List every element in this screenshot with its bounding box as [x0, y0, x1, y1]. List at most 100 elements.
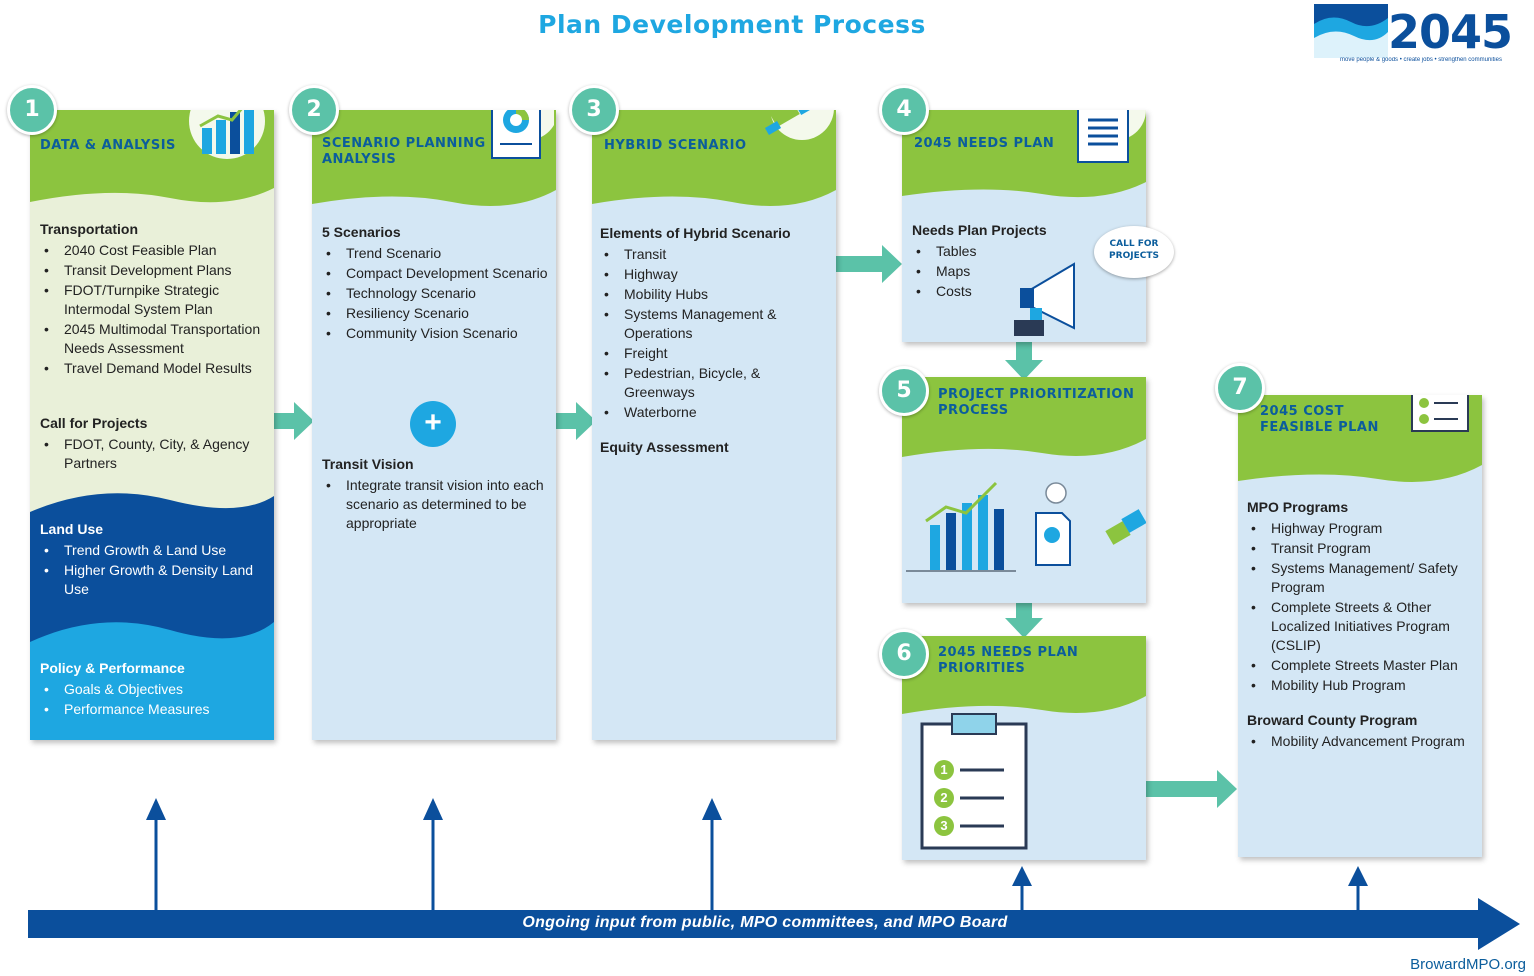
list-item: Waterborne	[600, 403, 832, 422]
list-item: Highway Program	[1247, 519, 1479, 538]
section-heading: MPO Programs	[1247, 499, 1349, 515]
list-item: Technology Scenario	[322, 284, 552, 303]
step-2-panel: SCENARIO PLANNING ANALYSIS 5 Scenarios T…	[312, 110, 556, 740]
arrow-2-to-3	[556, 402, 596, 440]
puzzle-pieces-icon	[764, 110, 834, 140]
step-4-needs-section: Needs Plan Projects Tables Maps Costs	[912, 221, 1112, 302]
list-item: Mobility Hub Program	[1247, 676, 1479, 695]
section-heading: Elements of Hybrid Scenario	[600, 225, 791, 241]
checklist-number: 3	[940, 818, 948, 833]
list-item: Integrate transit vision into each scena…	[322, 476, 552, 533]
checklist-number: 2	[940, 790, 948, 805]
megaphone-icon	[1014, 262, 1075, 336]
report-document-icon	[491, 110, 554, 159]
step-7-mpo-programs-section: MPO Programs Highway Program Transit Pro…	[1247, 498, 1479, 696]
list-item: Goals & Objectives	[40, 680, 270, 699]
ongoing-input-bar	[28, 898, 1520, 950]
arrow-4-to-5	[1005, 340, 1043, 380]
step-7-broward-section: Broward County Program Mobility Advancem…	[1247, 711, 1479, 752]
list-item: Tables	[912, 242, 1112, 261]
step-5-header-band	[902, 377, 1146, 457]
step-6-header-band	[902, 636, 1146, 714]
bar-chart-icon	[189, 110, 265, 159]
logo-year: 2045	[1388, 5, 1513, 59]
list-item: FDOT, County, City, & Agency Partners	[40, 435, 270, 473]
arrow-6-to-7	[1145, 770, 1237, 808]
step-2-transit-vision-section: Transit Vision Integrate transit vision …	[322, 455, 552, 534]
checklist-clipboard-icon	[920, 713, 1028, 850]
arrow-3-to-4	[836, 245, 902, 283]
section-heading: Broward County Program	[1247, 712, 1418, 728]
step-5-panel: PROJECT PRIORITIZATION PROCESS	[902, 377, 1146, 603]
list-item: Complete Streets Master Plan	[1247, 656, 1479, 675]
step-7-number: 7	[1215, 363, 1265, 413]
list-item: Travel Demand Model Results	[40, 359, 270, 378]
list-item: Higher Growth & Density Land Use	[40, 561, 270, 599]
list-item: Highway	[600, 265, 832, 284]
step-7-panel: 2045 COST FEASIBLE PLAN MPO Programs Hig…	[1238, 395, 1482, 857]
step-1-panel: DATA & ANALYSIS Transportation 2040 Cost…	[30, 110, 274, 740]
ongoing-input-label: Ongoing input from public, MPO committee…	[522, 914, 1008, 931]
step-1-transportation-section: Transportation 2040 Cost Feasible Plan T…	[40, 220, 270, 379]
document-icon	[1077, 110, 1146, 163]
step-3-number: 3	[569, 85, 619, 135]
list-item: FDOT/Turnpike Strategic Intermodal Syste…	[40, 281, 270, 319]
footer-website: BrowardMPO.org	[1410, 956, 1526, 973]
plus-icon: +	[410, 401, 456, 447]
list-item: Systems Management/ Safety Program	[1247, 559, 1479, 597]
step-5-number: 5	[879, 366, 929, 416]
section-heading: Transit Vision	[322, 456, 414, 472]
list-item: Community Vision Scenario	[322, 324, 552, 343]
list-item: Transit Development Plans	[40, 261, 270, 280]
step-3-equity-section: Equity Assessment	[600, 438, 832, 459]
list-item: Transit	[600, 245, 832, 264]
list-item: Performance Measures	[40, 700, 270, 719]
section-heading: Needs Plan Projects	[912, 222, 1047, 238]
wave-logo-icon	[1314, 4, 1388, 58]
step-2-title: SCENARIO PLANNING ANALYSIS	[322, 136, 486, 167]
step-2-scenarios-section: 5 Scenarios Trend Scenario Compact Devel…	[322, 223, 552, 344]
list-item: Pedestrian, Bicycle, & Greenways	[600, 364, 832, 402]
list-item: 2045 Multimodal Transportation Needs Ass…	[40, 320, 270, 358]
list-item: Compact Development Scenario	[322, 264, 552, 283]
arrow-1-to-2	[274, 402, 314, 440]
list-item: Transit Program	[1247, 539, 1479, 558]
list-item: 2040 Cost Feasible Plan	[40, 241, 270, 260]
step-1-number: 1	[7, 85, 57, 135]
list-item: Mobility Advancement Program	[1247, 732, 1479, 751]
step-4-title: 2045 NEEDS PLAN	[914, 136, 1055, 151]
step-4-panel: 2045 NEEDS PLAN Needs Plan Projects Tabl…	[902, 110, 1146, 342]
step-1-call-for-projects-section: Call for Projects FDOT, County, City, & …	[40, 414, 270, 474]
list-item: Trend Scenario	[322, 244, 552, 263]
call-for-projects-bubble: CALL FOR PROJECTS	[1094, 226, 1174, 278]
section-heading: 5 Scenarios	[322, 224, 401, 240]
list-item: Complete Streets & Other Localized Initi…	[1247, 598, 1479, 655]
section-heading: Call for Projects	[40, 415, 148, 431]
list-item: Maps	[912, 262, 1112, 281]
step-1-land-use-section: Land Use Trend Growth & Land Use Higher …	[40, 520, 270, 600]
list-item: Mobility Hubs	[600, 285, 832, 304]
step-4-number: 4	[879, 85, 929, 135]
step-3-elements-section: Elements of Hybrid Scenario Transit High…	[600, 224, 832, 423]
logo-tagline: move people & goods • create jobs • stre…	[1340, 57, 1502, 63]
step-3-header-band	[592, 110, 836, 206]
analysis-tools-icon	[906, 481, 1146, 572]
page-title: Plan Development Process	[538, 10, 926, 39]
arrow-5-to-6	[1005, 600, 1043, 638]
step-3-title: HYBRID SCENARIO	[604, 138, 747, 153]
step-2-number: 2	[289, 85, 339, 135]
checklist-icon	[1411, 395, 1469, 432]
checklist-number: 1	[940, 762, 948, 777]
step-6-title: 2045 NEEDS PLAN PRIORITIES	[938, 645, 1079, 676]
step-3-panel: HYBRID SCENARIO Elements of Hybrid Scena…	[592, 110, 836, 740]
step-7-title: 2045 COST FEASIBLE PLAN	[1260, 404, 1379, 435]
step-1-policy-section: Policy & Performance Goals & Objectives …	[40, 659, 270, 720]
section-heading: Policy & Performance	[40, 660, 185, 676]
section-heading: Equity Assessment	[600, 439, 729, 455]
list-item: Systems Management & Operations	[600, 305, 832, 343]
mpo-2045-logo: 2045 move people & goods • create jobs •…	[1314, 2, 1528, 68]
list-item: Freight	[600, 344, 832, 363]
list-item: Trend Growth & Land Use	[40, 541, 270, 560]
list-item: Resiliency Scenario	[322, 304, 552, 323]
